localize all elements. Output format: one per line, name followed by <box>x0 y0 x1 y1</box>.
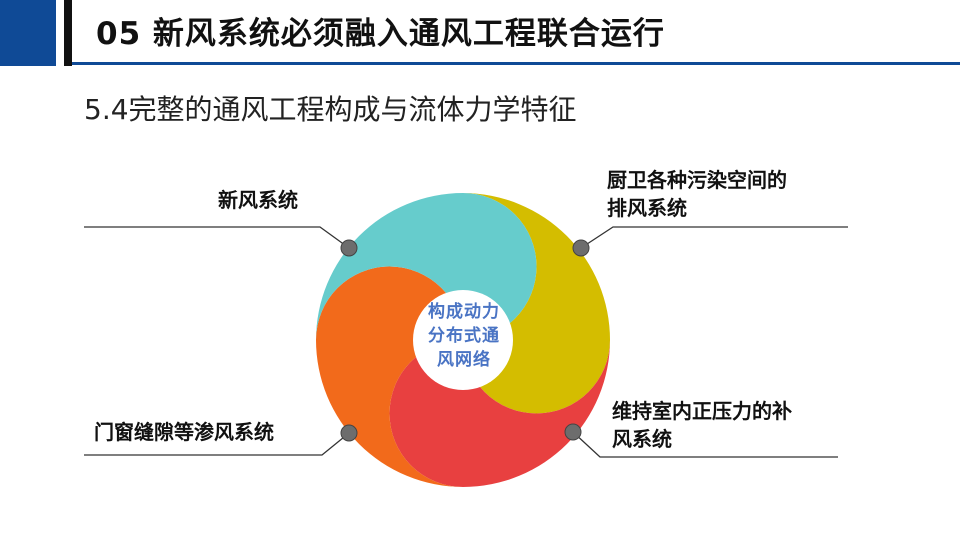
connector-bottom-right <box>572 431 838 458</box>
header-bar: 05 新风系统必须融入通风工程联合运行 <box>0 0 960 66</box>
dot-bottom-right <box>564 423 582 441</box>
section-subtitle: 5.4完整的通风工程构成与流体力学特征 <box>84 93 577 126</box>
label-exhaust-line-2: 排风系统 <box>607 196 687 220</box>
page-title: 05 新风系统必须融入通风工程联合运行 <box>96 16 665 52</box>
center-label-line-3: 风网络 <box>437 350 491 370</box>
dot-top-right <box>572 239 590 257</box>
dot-top-left <box>340 239 358 257</box>
center-label-line-2: 分布式通 <box>428 326 500 346</box>
header-blue-block <box>0 0 56 66</box>
label-infiltration-system: 门窗缝隙等渗风系统 <box>94 420 274 444</box>
label-exhaust-line-1: 厨卫各种污染空间的 <box>607 168 787 192</box>
connector-top-left <box>84 226 350 249</box>
connector-top-right <box>580 226 848 249</box>
label-makeup-air-system: 维持室内正压力的补 风系统 <box>612 397 792 453</box>
label-makeup-line-1: 维持室内正压力的补 <box>612 399 792 423</box>
dot-bottom-left <box>340 424 358 442</box>
label-makeup-line-2: 风系统 <box>612 427 672 451</box>
center-circle <box>413 290 513 390</box>
connector-bottom-left <box>84 432 350 456</box>
center-label: 构成动力 分布式通 风网络 <box>416 300 512 372</box>
label-fresh-air-system: 新风系统 <box>218 188 298 212</box>
center-label-line-1: 构成动力 <box>428 302 500 322</box>
label-exhaust-system: 厨卫各种污染空间的 排风系统 <box>607 166 787 222</box>
header-black-block <box>64 0 72 66</box>
header-underline <box>72 62 960 65</box>
